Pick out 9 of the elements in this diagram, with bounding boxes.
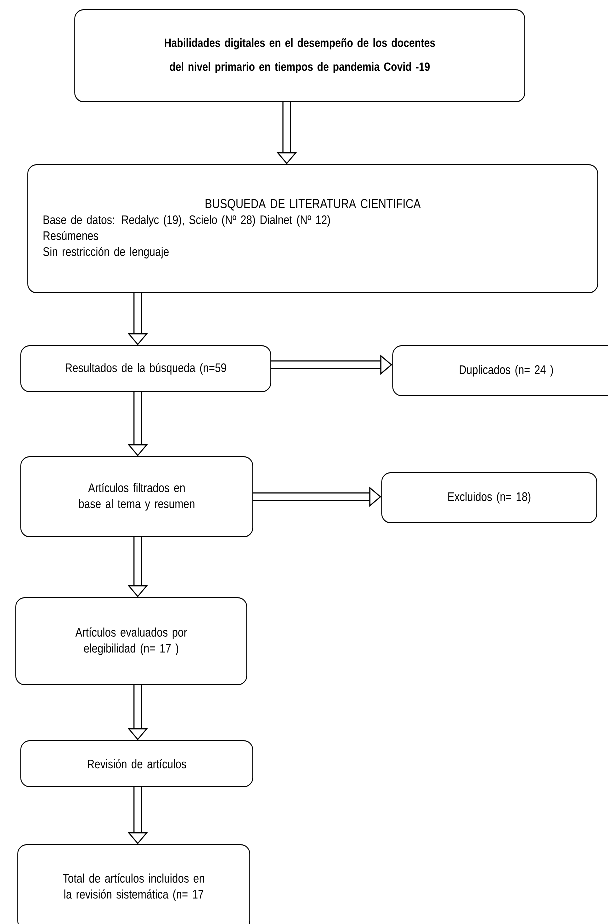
process-box: Total de artículos incluidos en la revisión sistemática (n= 17 bbox=[18, 844, 250, 924]
process-box: Artículos evaluados por elegibilidad (n= 17 ) bbox=[16, 598, 248, 686]
process-box: Duplicados (n= 24 ) bbox=[392, 346, 608, 396]
process-box: Excluidos (n= 18) bbox=[382, 472, 598, 524]
process-box: Resultados de la búsqueda (n=59 bbox=[20, 346, 272, 392]
process-box: BUSQUEDA DE LITERATURA CIENTIFICA Base de datos: Redalyc (19), Scielo (Nº 28) Dialnet (Nº 12) Resúmenes Sin restricción de lenguaje bbox=[28, 164, 598, 294]
process-box: Artículos filtrados en base al tema y resumen bbox=[20, 456, 254, 538]
title-box: Habilidades digitales en el desempeño de los docentes del nivel primario en tiempos de pandemia Covid -19 bbox=[74, 10, 526, 102]
process-box: Revisión de artículos bbox=[20, 740, 254, 788]
